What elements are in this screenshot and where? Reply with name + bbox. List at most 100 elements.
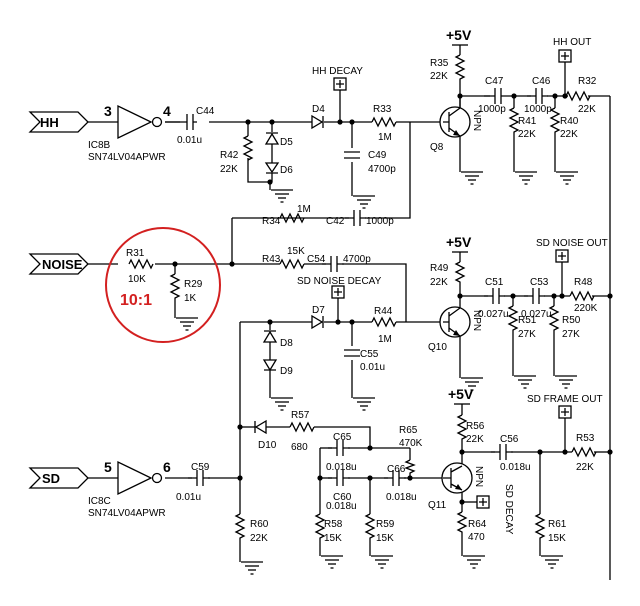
r57-value: 680 (291, 442, 308, 453)
resistor-r42: R42 22K (220, 135, 254, 175)
sd-noise-decay-label: SD NOISE DECAY (297, 276, 382, 287)
c55-value: 0.01u (360, 362, 385, 373)
terminal-hh-decay: HH DECAY (312, 66, 363, 91)
diode-d8: D8 (262, 330, 293, 354)
ic8c-pin-out: 6 (163, 459, 171, 475)
r59-ref: R59 (376, 519, 395, 530)
r40-value: 22K (560, 129, 578, 140)
port-hh-label: HH (40, 115, 59, 130)
q10-ref: Q10 (428, 342, 447, 353)
r53-ref: R53 (576, 433, 595, 444)
capacitor-c54: C54 4700p (307, 254, 371, 272)
resistor-r32: R32 22K (565, 76, 597, 115)
r29-value: 1K (184, 293, 197, 304)
resistor-r41: R41 22K (508, 107, 537, 142)
c51-ref: C51 (485, 277, 504, 288)
port-noise: NOISE (28, 253, 89, 275)
r43-value: 15K (287, 246, 305, 257)
r41-ref: R41 (518, 116, 537, 127)
inverter-ic8c-triangle (117, 460, 153, 496)
q8-ref: Q8 (430, 142, 444, 153)
r64-value: 470 (468, 532, 485, 543)
inverter-ic8b: 3 4 IC8B SN74LV04APWR (88, 103, 171, 163)
d6-ref: D6 (280, 165, 293, 176)
q11-ref: Q11 (428, 500, 447, 511)
r59-value: 15K (376, 533, 394, 544)
sd-noise-out-label: SD NOISE OUT (536, 238, 608, 249)
ground-symbol (513, 375, 537, 389)
r57-ref: R57 (291, 410, 310, 421)
r41-value: 22K (518, 129, 536, 140)
c60-ref: C60 (333, 492, 352, 503)
resistor-r43: R43 15K (262, 246, 305, 270)
sd-decay-label: SD DECAY (503, 484, 514, 535)
power-rail-3: +5V (448, 386, 474, 405)
terminal-sd-noise-decay: SD NOISE DECAY (297, 276, 382, 299)
resistor-r57: R57 680 (289, 410, 315, 453)
r35-ref: R35 (430, 58, 449, 69)
port-noise-label: NOISE (42, 257, 83, 272)
ground-symbol (514, 171, 538, 185)
resistor-r56: R56 22K (456, 414, 485, 445)
annotation-circle (105, 227, 221, 343)
r56-value: 22K (466, 434, 484, 445)
resistor-r65: R65 470K (399, 425, 423, 474)
c53-ref: C53 (530, 277, 549, 288)
transistor-q11: Q11 NPN (428, 462, 484, 511)
terminal-sd-frame-out: SD FRAME OUT (527, 394, 603, 419)
port-hh: HH (28, 111, 89, 133)
resistor-r35: R35 22K (430, 54, 466, 85)
power-label-1: +5V (446, 27, 472, 43)
inverter-ic8b-triangle (117, 104, 153, 140)
ground-symbol (554, 375, 578, 389)
c59-ref: C59 (191, 462, 210, 473)
c49-value: 4700p (368, 164, 396, 175)
ground-symbol (555, 171, 579, 185)
capacitor-c55: C55 0.01u (344, 349, 385, 373)
annotation-ratio-label: 10:1 (120, 292, 152, 309)
d5-ref: D5 (280, 137, 293, 148)
r65-ref: R65 (399, 425, 418, 436)
ground-symbol (270, 397, 294, 411)
ground-symbol (460, 171, 484, 185)
capacitor-c66: C66 0.018u (384, 464, 417, 503)
r29-ref: R29 (184, 279, 203, 290)
terminal-sd-noise-out: SD NOISE OUT (536, 238, 608, 263)
d7-ref: D7 (312, 305, 325, 316)
resistor-r31: R31 10K (126, 248, 154, 285)
power-label-3: +5V (448, 386, 474, 402)
power-rail-1: +5V (446, 27, 472, 46)
ic8c-ref: IC8C (88, 496, 111, 507)
r61-value: 15K (548, 533, 566, 544)
ic8b-ref: IC8B (88, 140, 111, 151)
port-noise-shape (28, 253, 89, 275)
r34-value: 1M (297, 204, 311, 215)
diode-d6: D6 (264, 155, 293, 176)
resistor-r40: R40 22K (549, 107, 579, 142)
power-label-2: +5V (446, 234, 472, 250)
hh-out-label: HH OUT (553, 37, 591, 48)
r58-value: 15K (324, 533, 342, 544)
resistor-r48: R48 220K (569, 277, 598, 314)
c54-ref: C54 (307, 254, 326, 265)
r60-ref: R60 (250, 519, 269, 530)
resistor-r59: R59 15K (364, 513, 395, 544)
r64-ref: R64 (468, 519, 487, 530)
capacitor-c46: C46 1000p (524, 76, 552, 115)
port-sd: SD (28, 467, 89, 489)
c60-value: 0.018u (326, 501, 357, 512)
r60-value: 22K (250, 533, 268, 544)
ground-symbol (462, 555, 486, 569)
capacitor-c49: C49 4700p (344, 150, 396, 175)
ground-symbol (240, 561, 264, 575)
ground-symbol (540, 555, 564, 569)
c55-ref: C55 (360, 349, 379, 360)
c53-value: 0.027u (521, 309, 552, 320)
resistor-r53: R53 22K (571, 433, 597, 473)
power-rail-2: +5V (446, 234, 472, 253)
diode-d4: D4 (311, 104, 325, 130)
r44-ref: R44 (374, 306, 393, 317)
c65-value: 0.018u (326, 462, 357, 473)
resistor-r34: R34 1M (262, 204, 311, 227)
port-sd-label: SD (42, 471, 60, 486)
